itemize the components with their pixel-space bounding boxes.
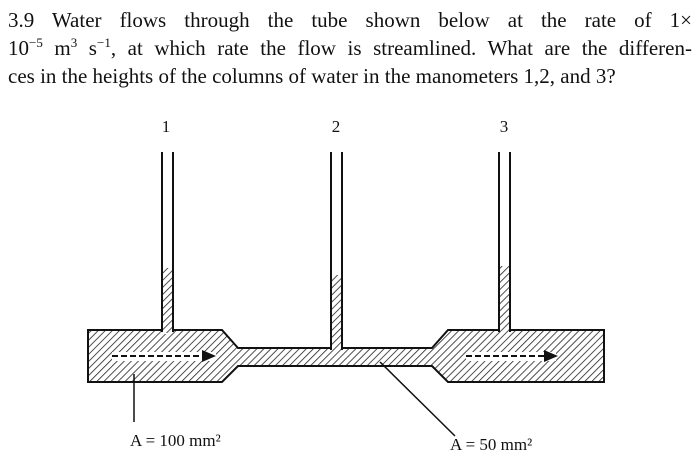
- unit-second: s: [77, 36, 97, 60]
- tube-body: [87, 329, 605, 383]
- problem-text-2: , at which rate the flow is streamlined.…: [110, 36, 692, 60]
- flow-rate-base: 10: [8, 36, 29, 60]
- flow-rate-exponent: −5: [29, 35, 43, 50]
- problem-number: 3.9: [8, 8, 35, 32]
- unit-meter: m: [42, 36, 71, 60]
- problem-line-2: 10−5 m3 s−1, at which rate the flow is s…: [8, 34, 692, 62]
- problem-line-3: ces in the heights of the columns of wat…: [8, 64, 616, 88]
- problem-line-1: 3.9 Water flows through the tube shown b…: [8, 6, 692, 34]
- unit-meter-exponent: 3: [70, 35, 78, 50]
- area-label-narrow: A = 50 mm²: [450, 435, 532, 454]
- manometer-2: [330, 152, 343, 350]
- manometer-label-3: 3: [500, 117, 509, 136]
- manometer-label-1: 1: [162, 117, 171, 136]
- area-label-wide: A = 100 mm²: [130, 431, 221, 450]
- manometer-3: [498, 152, 511, 332]
- manometer-3-water: [500, 266, 509, 332]
- tube-figure: 1 2 3: [0, 110, 700, 459]
- manometer-1: [161, 152, 174, 334]
- manometer-1-water: [163, 268, 172, 332]
- problem-text-1: Water flows through the tube shown below…: [51, 8, 693, 32]
- unit-second-exponent: −1: [96, 35, 111, 50]
- problem-statement: 3.9 Water flows through the tube shown b…: [8, 6, 692, 90]
- manometer-2-water: [332, 275, 341, 350]
- tube-diagram: 1 2 3: [87, 117, 605, 454]
- leader-line-narrow: [379, 361, 456, 437]
- flow-arrow-left: [112, 350, 216, 362]
- flow-arrow-right: [466, 350, 558, 362]
- manometer-label-2: 2: [332, 117, 341, 136]
